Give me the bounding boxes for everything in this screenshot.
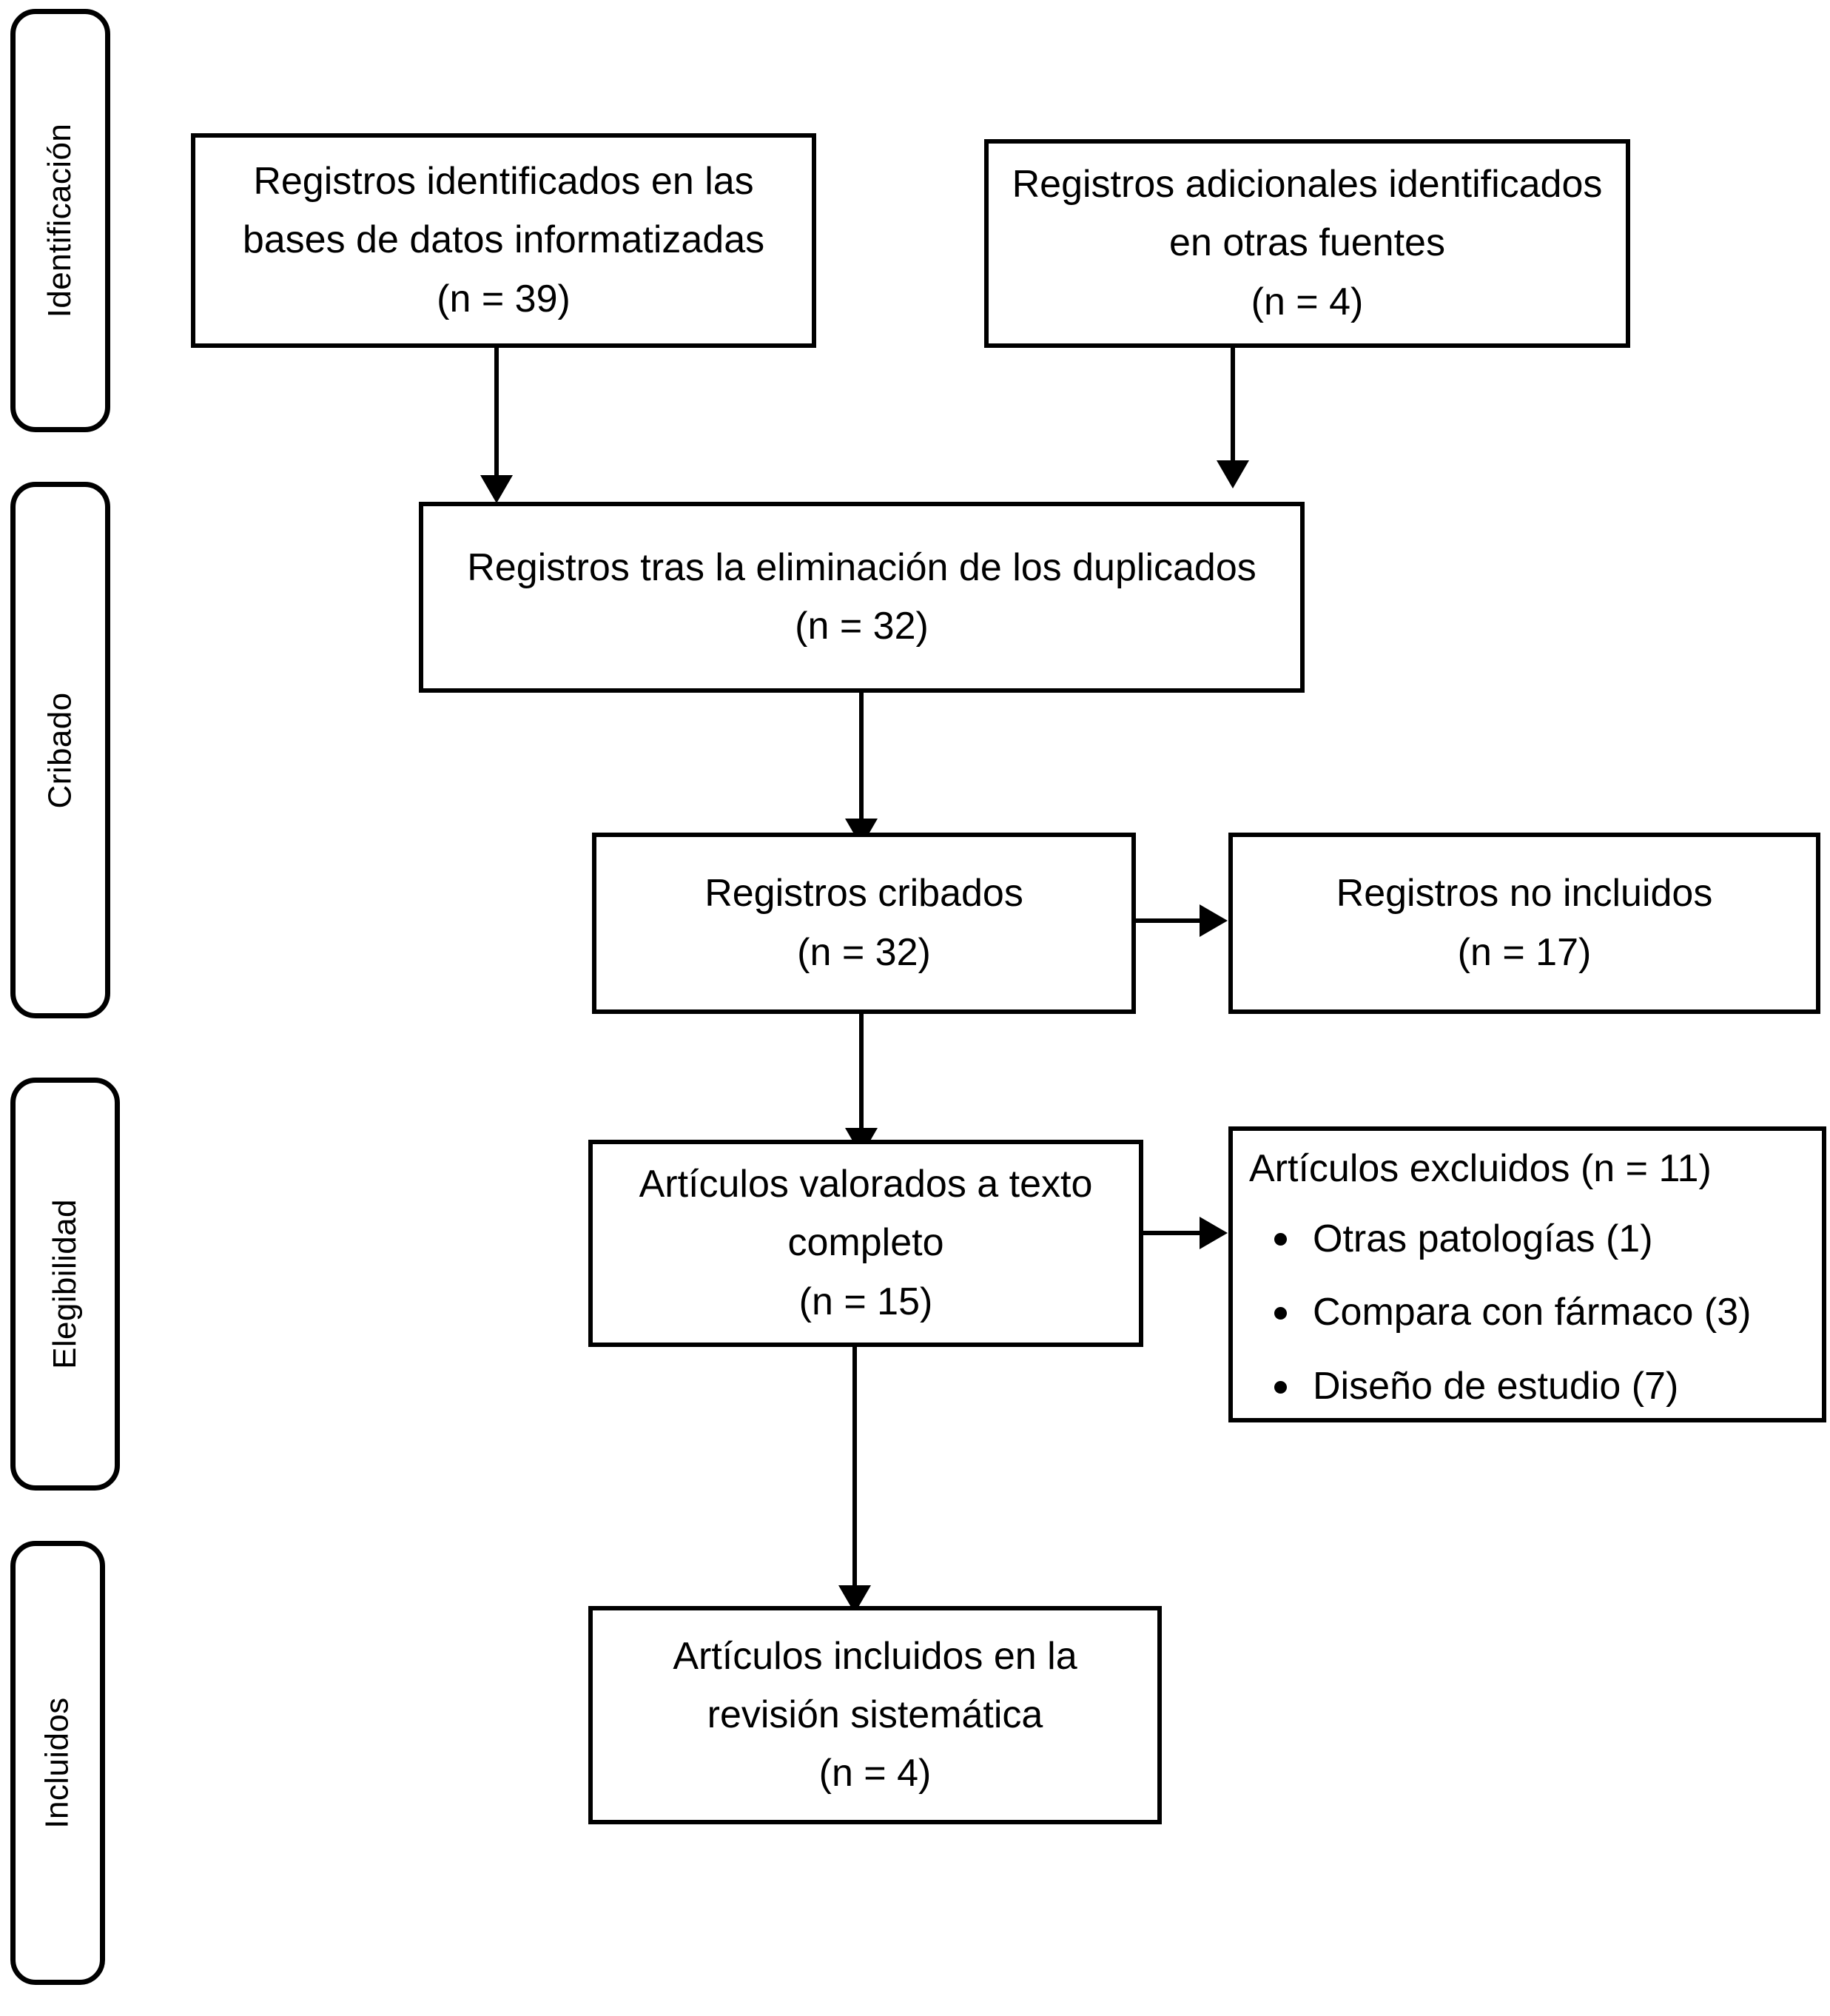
connector-databases-to-dedup-arrow [480,475,513,503]
stage-label-incluidos: Incluidos [39,1697,76,1829]
excluded-reason-label: Compara con fármaco (3) [1313,1291,1752,1334]
bullet-icon [1274,1380,1287,1394]
connector-other-sources-to-dedup-line [1231,348,1235,466]
connector-fulltext-to-excluded-line [1143,1231,1202,1235]
connector-screened-to-not-included-arrow [1200,904,1228,937]
box-records-not-included-count: (n = 17) [1457,930,1592,974]
box-records-other-sources: Registros adicionales identificados en o… [984,139,1630,348]
bullet-icon [1274,1307,1287,1320]
box-articles-included-line2: revisión sistemática [707,1693,1043,1736]
box-records-not-included-line1: Registros no incluidos [1336,872,1713,915]
box-records-databases-count: (n = 39) [437,277,571,320]
box-fulltext-assessed-line1: Artículos valorados a texto [639,1163,1093,1206]
box-records-not-included: Registros no incluidos (n = 17) [1228,833,1820,1014]
box-fulltext-assessed-line2: completo [787,1221,944,1265]
box-articles-included: Artículos incluidos en la revisión siste… [588,1606,1162,1824]
stage-label-identificacion: Identificación [41,123,78,318]
excluded-reason-label: Otras patologías (1) [1313,1217,1653,1260]
bullet-icon [1274,1233,1287,1246]
list-item: Diseño de estudio (7) [1274,1361,1814,1413]
stage-pill-identificacion: Identificación [10,9,110,432]
connector-other-sources-to-dedup-arrow [1217,460,1249,488]
connector-dedup-to-screened-line [859,693,864,824]
box-articles-included-line1: Artículos incluidos en la [673,1634,1077,1678]
box-records-screened: Registros cribados (n = 32) [592,833,1136,1014]
box-fulltext-assessed-count: (n = 15) [798,1280,933,1323]
box-records-screened-count: (n = 32) [797,930,931,974]
connector-fulltext-to-included-line [852,1347,857,1591]
excluded-reasons-list: Otras patologías (1) Compara con fármaco… [1249,1214,1814,1413]
box-articles-excluded: Artículos excluidos (n = 11) Otras patol… [1228,1126,1826,1422]
box-records-other-sources-count: (n = 4) [1251,280,1364,323]
box-records-databases-line1: Registros identificados en las [253,160,754,204]
list-item: Otras patologías (1) [1274,1214,1814,1266]
connector-screened-to-not-included-line [1136,918,1202,923]
connector-databases-to-dedup-line [494,348,499,481]
stage-pill-cribado: Cribado [10,482,110,1018]
excluded-reason-label: Diseño de estudio (7) [1313,1364,1679,1408]
box-articles-included-count: (n = 4) [818,1752,932,1795]
stage-label-elegibilidad: Elegibilidad [47,1199,84,1369]
box-records-databases-line2: bases de datos informatizadas [242,218,765,262]
stage-label-cribado: Cribado [41,692,78,808]
list-item: Compara con fármaco (3) [1274,1287,1814,1339]
box-records-after-duplicates-line1: Registros tras la eliminación de los dup… [467,545,1257,589]
box-records-screened-line1: Registros cribados [704,872,1023,915]
connector-screened-to-fulltext-line [859,1014,864,1134]
box-records-other-sources-line1: Registros adicionales identificados [1012,163,1603,206]
box-records-after-duplicates: Registros tras la eliminación de los dup… [419,502,1305,693]
stage-pill-incluidos: Incluidos [10,1541,105,1985]
box-records-databases: Registros identificados en las bases de … [191,133,816,348]
box-fulltext-assessed: Artículos valorados a texto completo (n … [588,1140,1143,1347]
connector-fulltext-to-excluded-arrow [1200,1217,1228,1249]
box-records-after-duplicates-count: (n = 32) [795,605,929,648]
box-articles-excluded-title: Artículos excluidos (n = 11) [1249,1147,1712,1190]
box-records-other-sources-line2: en otras fuentes [1169,221,1445,265]
stage-pill-elegibilidad: Elegibilidad [10,1078,120,1491]
